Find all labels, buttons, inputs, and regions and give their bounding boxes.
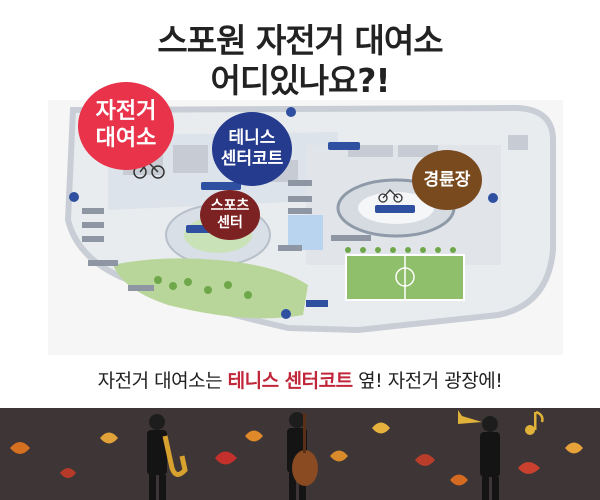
autumn-leaf-icon	[10, 422, 583, 486]
caption-before: 자전거 대여소는	[97, 370, 228, 392]
bike-rental-line1: 자전거	[95, 99, 157, 125]
music-note-icon	[525, 410, 544, 435]
sports-center-bubble: 스포츠 센터	[200, 190, 260, 240]
cyclist-icon	[378, 189, 403, 203]
tennis-line2: 센터코트	[220, 149, 284, 169]
sports-line1: 스포츠	[210, 197, 250, 214]
page-title-line1: 스포원 자전거 대여소	[157, 21, 443, 60]
velodrome-bubble: 경륜장	[412, 150, 482, 210]
tennis-line1: 테니스	[228, 128, 276, 149]
saxophone-player-icon	[147, 414, 188, 500]
sports-line2: 센터	[217, 215, 243, 231]
caption-highlight: 테니스 센터코트	[227, 370, 353, 392]
tennis-center-court-bubble: 테니스 센터코트	[212, 112, 292, 186]
caption: 자전거 대여소는 테니스 센터코트 옆! 자전거 광장에!	[0, 366, 600, 393]
bike-rental-bubble: 자전거 대여소	[78, 82, 174, 170]
musicians-footer	[0, 408, 600, 500]
caption-after: 옆! 자전거 광장에!	[352, 370, 503, 392]
velodrome-label: 경륜장	[423, 169, 471, 190]
page-title-line2: 어디있나요?!	[210, 61, 391, 100]
parking-icon	[69, 107, 498, 319]
double-bass-player-icon	[287, 412, 318, 500]
trumpet-player-icon	[458, 410, 500, 500]
bike-rental-line2: 대여소	[95, 126, 157, 151]
